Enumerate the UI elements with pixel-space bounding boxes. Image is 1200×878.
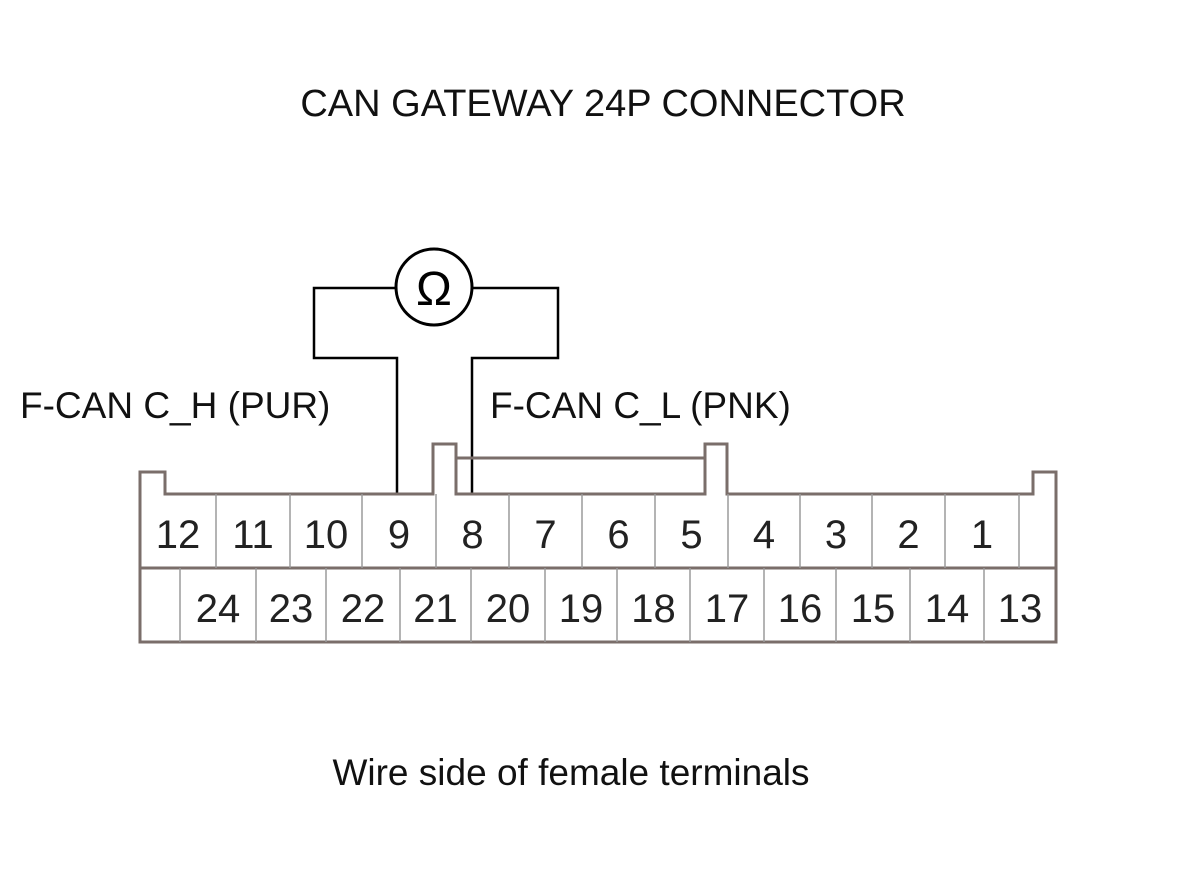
- terminal-23: 23: [269, 587, 314, 631]
- terminal-19: 19: [559, 587, 604, 631]
- terminal-16: 16: [778, 587, 823, 631]
- terminal-6: 6: [607, 513, 629, 557]
- terminal-5: 5: [680, 513, 702, 557]
- terminal-12: 12: [156, 513, 201, 557]
- probe-label-pnk: F-CAN C_L (PNK): [490, 385, 791, 426]
- terminal-20: 20: [486, 587, 531, 631]
- terminal-2: 2: [897, 513, 919, 557]
- terminal-1: 1: [971, 513, 993, 557]
- terminal-11: 11: [232, 513, 274, 557]
- terminal-13: 13: [998, 587, 1043, 631]
- ohmmeter: Ω: [394, 247, 474, 327]
- terminal-15: 15: [851, 587, 896, 631]
- terminal-18: 18: [631, 587, 676, 631]
- terminal-10: 10: [304, 513, 349, 557]
- terminal-8: 8: [461, 513, 483, 557]
- connector-shell: [138, 442, 1058, 644]
- terminal-21: 21: [413, 587, 458, 631]
- terminal-3: 3: [825, 513, 847, 557]
- probe-label-pur: F-CAN C_H (PUR): [20, 385, 330, 426]
- terminal-24: 24: [196, 587, 241, 631]
- terminal-9: 9: [388, 513, 410, 557]
- probe-wire-pur: [312, 286, 399, 494]
- diagram-caption: Wire side of female terminals: [332, 752, 809, 793]
- diagram-title: CAN GATEWAY 24P CONNECTOR: [300, 83, 905, 125]
- terminal-7: 7: [534, 513, 556, 557]
- probe-wire-pnk: [470, 286, 560, 494]
- terminal-17: 17: [705, 587, 750, 631]
- ohmmeter-icon: Ω: [416, 263, 452, 316]
- terminal-22: 22: [341, 587, 386, 631]
- terminal-14: 14: [925, 587, 970, 631]
- terminal-4: 4: [753, 513, 775, 557]
